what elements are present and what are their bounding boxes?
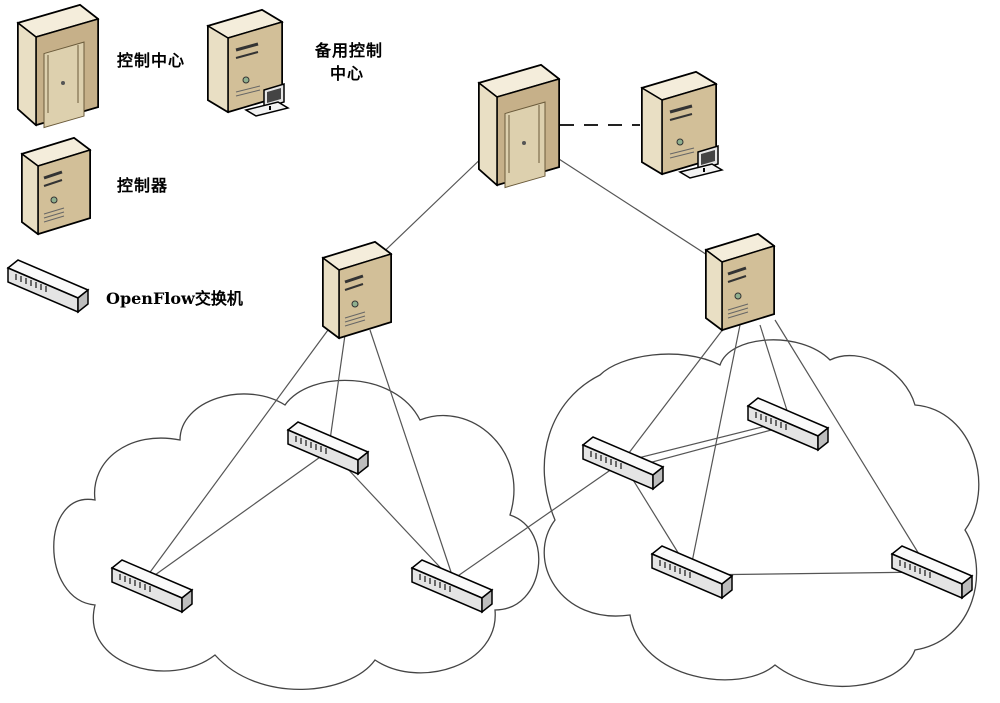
link-left-controller-to-switch-a <box>330 335 345 440</box>
control-center-server-icon <box>18 5 98 128</box>
left-controller-node <box>323 242 391 338</box>
switch-node <box>748 398 828 450</box>
legend-label-controller: 控制器 <box>117 175 168 197</box>
switch-node <box>652 546 732 598</box>
link-right-controller-to-switch-d <box>622 320 730 462</box>
link-right-controller-to-switch-g <box>775 320 930 572</box>
switch-node <box>112 560 192 612</box>
backup-control-center-computer-icon <box>208 10 288 116</box>
legend-label-backup-control-center-line2: 中心 <box>330 63 364 85</box>
legend-label-backup-control-center-line1: 备用控制 <box>315 40 383 62</box>
link-center-to-left-controller <box>370 150 490 265</box>
link-switch-c-to-switch-d <box>452 462 622 580</box>
right-network-cloud <box>544 340 979 687</box>
legend-label-openflow-switch: OpenFlow交换机 <box>106 288 243 310</box>
right-controller-node <box>706 234 774 330</box>
legend-label-control-center: 控制中心 <box>117 50 185 72</box>
link-switch-a-to-switch-b <box>148 450 330 580</box>
control-center-node <box>479 65 559 188</box>
link-left-controller-to-switch-b <box>148 330 328 575</box>
backup-control-center-node <box>642 72 722 178</box>
switch-node <box>288 422 368 474</box>
controller-server-icon <box>22 138 90 234</box>
switch-node <box>892 546 972 598</box>
link-switch-e-to-switch-d <box>630 425 790 468</box>
link-left-controller-to-switch-c <box>370 330 452 575</box>
openflow-switch-icon <box>8 260 88 312</box>
link-center-to-right-controller <box>545 150 718 262</box>
switch-node <box>412 560 492 612</box>
network-links <box>148 125 930 580</box>
